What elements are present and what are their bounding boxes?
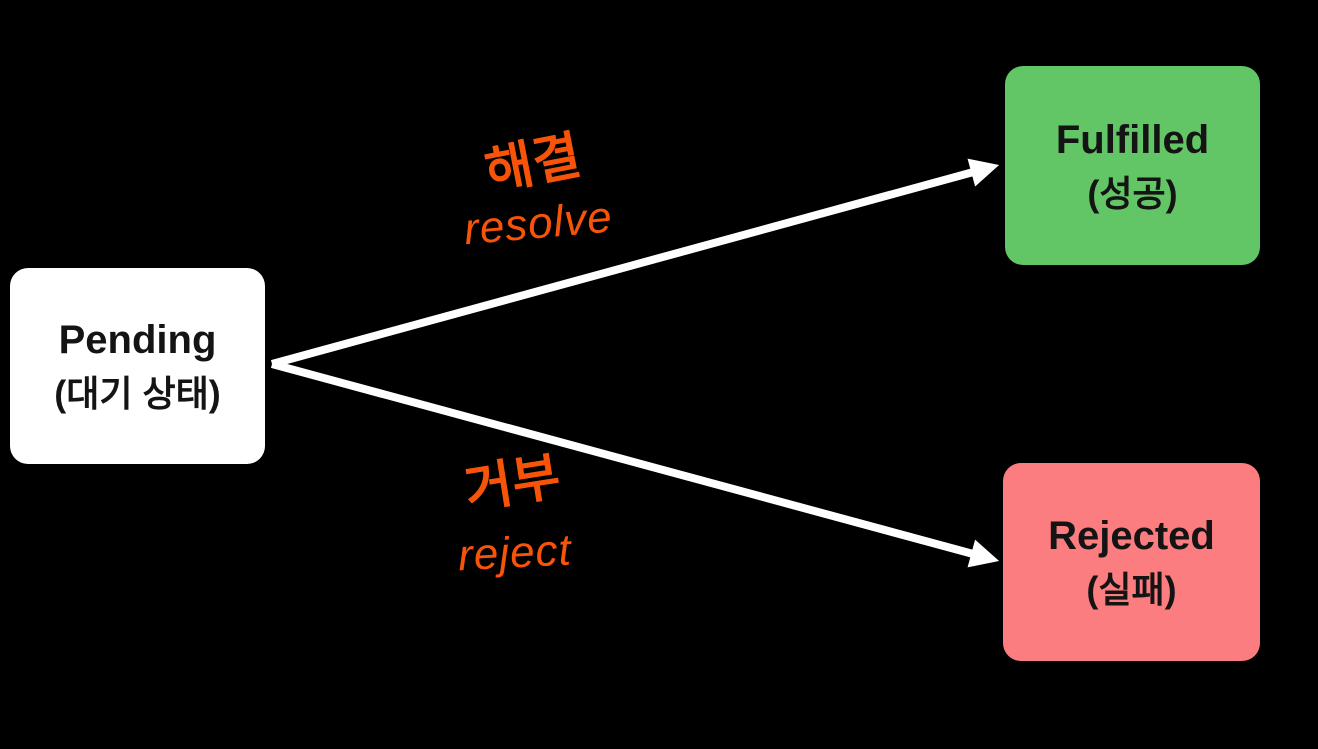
node-pending-subtitle: (대기 상태) bbox=[54, 373, 221, 415]
node-pending: Pending (대기 상태) bbox=[10, 268, 265, 464]
edge-pending-to-rejected bbox=[270, 360, 1000, 568]
edge-annotation-reject: 거부 reject bbox=[435, 447, 646, 581]
node-rejected-title: Rejected bbox=[1048, 514, 1215, 559]
node-fulfilled-subtitle: (성공) bbox=[1087, 172, 1178, 214]
node-fulfilled-title: Fulfilled bbox=[1055, 117, 1210, 162]
node-fulfilled: Fulfilled (성공) bbox=[1005, 66, 1260, 265]
edge-annotation-resolve: 해결 resolve bbox=[424, 127, 648, 255]
node-rejected-subtitle: (실패) bbox=[1086, 569, 1177, 611]
edge-pending-to-fulfilled bbox=[270, 158, 1000, 368]
node-pending-title: Pending bbox=[58, 318, 217, 363]
node-rejected: Rejected (실패) bbox=[1003, 463, 1260, 661]
